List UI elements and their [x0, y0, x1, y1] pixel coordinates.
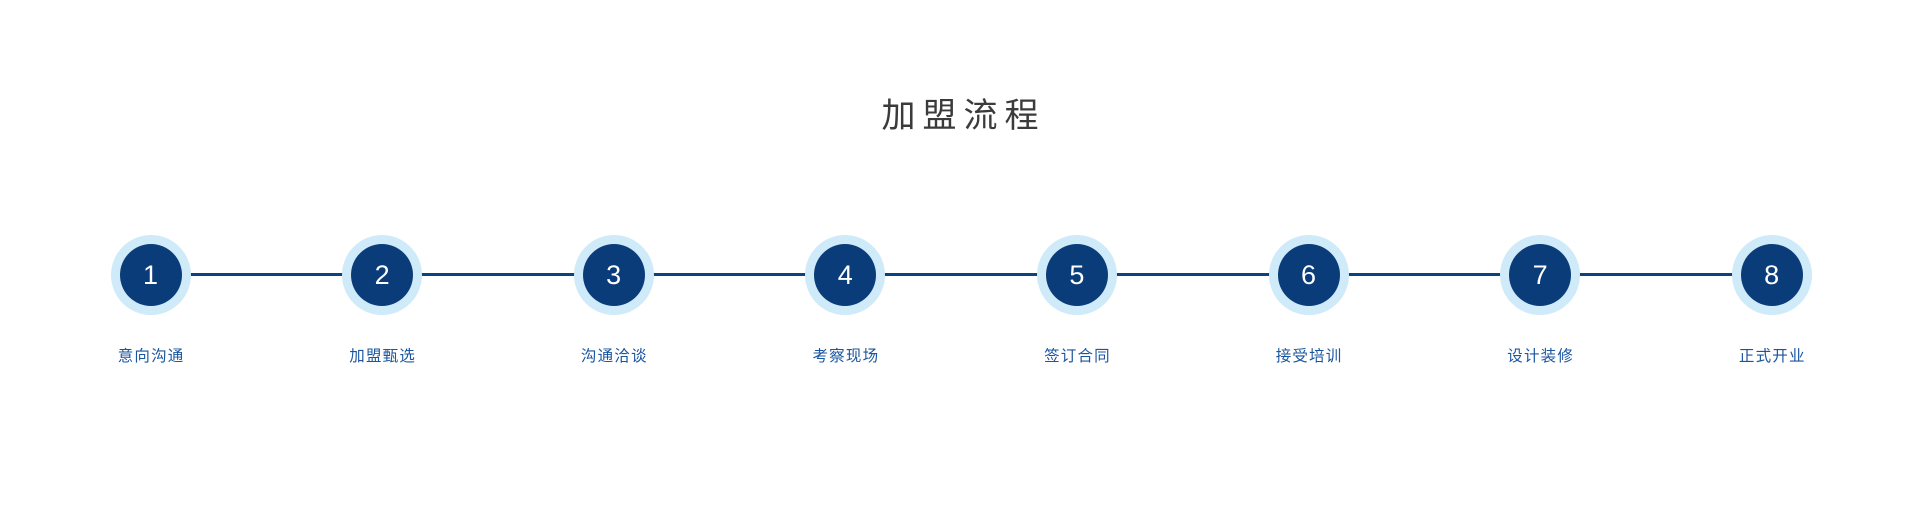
step-label-4: 考察现场	[812, 348, 880, 365]
step-ring-3: 3	[573, 235, 654, 315]
flow-step-node-6[interactable]: 6	[1268, 235, 1349, 315]
page-title: 加盟流程	[881, 97, 1046, 135]
flow-step-node-2[interactable]: 2	[342, 235, 423, 315]
step-ring-4: 4	[805, 235, 886, 315]
step-label-1: 意向沟通	[117, 348, 185, 365]
flow-connector-line	[150, 273, 1772, 276]
step-label-3: 沟通洽谈	[580, 348, 648, 365]
step-ring-6: 6	[1268, 235, 1349, 315]
step-disc-4: 4	[814, 244, 877, 306]
step-disc-8: 8	[1740, 244, 1803, 306]
step-ring-8: 8	[1731, 235, 1812, 315]
step-number-7: 7	[1532, 259, 1548, 290]
flow-step-node-8[interactable]: 8	[1731, 235, 1812, 315]
step-disc-6: 6	[1277, 244, 1340, 306]
step-number-5: 5	[1069, 259, 1085, 290]
flow-step-node-1[interactable]: 1	[110, 235, 191, 315]
step-number-8: 8	[1764, 259, 1780, 290]
flow-step-node-5[interactable]: 5	[1036, 235, 1117, 315]
step-ring-7: 7	[1500, 235, 1581, 315]
step-disc-5: 5	[1045, 244, 1108, 306]
step-number-3: 3	[606, 259, 622, 290]
step-number-2: 2	[374, 259, 390, 290]
step-disc-1: 1	[119, 244, 182, 306]
step-disc-7: 7	[1509, 244, 1572, 306]
step-number-6: 6	[1300, 259, 1317, 290]
step-disc-2: 2	[351, 244, 414, 306]
step-disc-3: 3	[582, 244, 645, 306]
step-ring-5: 5	[1036, 235, 1117, 315]
step-label-2: 加盟甄选	[349, 348, 417, 365]
step-ring-1: 1	[110, 235, 191, 315]
step-number-4: 4	[837, 259, 853, 290]
step-label-8: 正式开业	[1738, 348, 1806, 365]
step-number-1: 1	[142, 259, 159, 290]
step-label-6: 接受培训	[1275, 348, 1343, 365]
step-label-7: 设计装修	[1507, 348, 1575, 365]
flow-step-node-7[interactable]: 7	[1500, 235, 1581, 315]
flow-step-node-4[interactable]: 4	[805, 235, 886, 315]
flow-step-node-3[interactable]: 3	[573, 235, 654, 315]
step-ring-2: 2	[342, 235, 423, 315]
step-label-5: 签订合同	[1044, 348, 1111, 365]
